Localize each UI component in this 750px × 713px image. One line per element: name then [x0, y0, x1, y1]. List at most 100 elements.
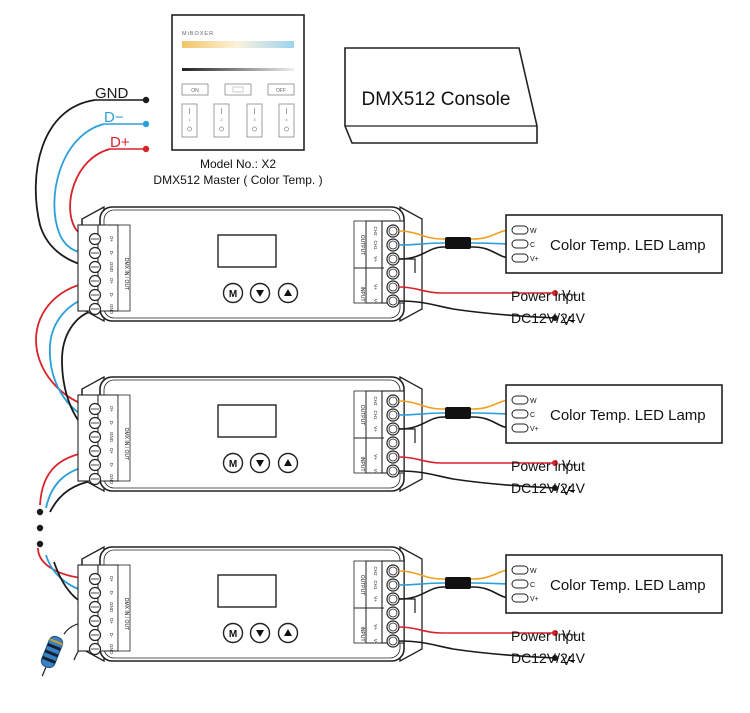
dmx-screw-terminal[interactable]	[88, 572, 102, 586]
dmx-screw-terminal[interactable]	[88, 472, 102, 486]
input-label: INPUT	[359, 627, 365, 642]
color-temp-slider[interactable]	[182, 41, 294, 48]
lamp-wire-lead	[511, 253, 529, 263]
lamp-wire-label: C	[530, 582, 535, 589]
output-screw-terminal[interactable]	[386, 422, 400, 436]
unit-2-ct-led-lamp: WCV+Color Temp. LED Lamp	[505, 384, 723, 444]
power-v-plus-terminal	[552, 630, 558, 636]
up-key[interactable]	[277, 622, 299, 644]
dmx-screw-terminal[interactable]	[88, 444, 102, 458]
dmx-screw-terminal[interactable]	[88, 274, 102, 288]
mode-button[interactable]	[224, 83, 252, 96]
lamp-wire-lead	[511, 225, 529, 235]
output-screw-terminal[interactable]	[386, 294, 400, 308]
power-v-minus-terminal	[552, 655, 558, 661]
down-arrow-icon	[256, 290, 264, 297]
master-top-buttons: ON OFF	[181, 83, 295, 96]
lamp-wire-lead	[511, 565, 529, 575]
dmx-screw-terminal[interactable]	[88, 232, 102, 246]
output-screw-terminal[interactable]	[386, 592, 400, 606]
output-screw-terminal[interactable]	[386, 634, 400, 648]
output-screw-terminal[interactable]	[386, 224, 400, 238]
lamp-wire-lead	[511, 409, 529, 419]
mode-key-label: M	[229, 459, 237, 470]
off-button[interactable]	[267, 83, 295, 96]
lamp-label: Color Temp. LED Lamp	[550, 237, 706, 254]
dmx-screw-terminal[interactable]	[88, 402, 102, 416]
dmx-screw-terminal[interactable]	[88, 458, 102, 472]
dmx-screw-terminal[interactable]	[88, 614, 102, 628]
zone-label-2: 2	[220, 117, 223, 122]
dmx-screw-terminal[interactable]	[88, 416, 102, 430]
dmx-terminal-label: D+	[109, 618, 114, 624]
up-key[interactable]	[277, 282, 299, 304]
zone-button-1[interactable]	[181, 103, 198, 138]
output-screw-terminal[interactable]	[386, 464, 400, 478]
dmx-terminal-label: GND	[109, 304, 114, 315]
mode-key[interactable]: M	[222, 282, 244, 304]
output-screw-terminal[interactable]	[386, 450, 400, 464]
output-screw-terminal[interactable]	[386, 238, 400, 252]
bus-labels: GND D− D+	[95, 85, 150, 153]
mode-key[interactable]: M	[222, 622, 244, 644]
terminating-resistor	[40, 635, 64, 677]
down-key[interactable]	[249, 452, 271, 474]
output-screw-terminal[interactable]	[386, 578, 400, 592]
mode-key[interactable]: M	[222, 452, 244, 474]
master-description-line: DMX512 Master ( Color Temp. )	[153, 173, 322, 187]
lamp-wire-label: W	[530, 228, 537, 235]
dmx-screw-terminal[interactable]	[88, 600, 102, 614]
output-screw-terminal[interactable]	[386, 266, 400, 280]
lamp-wire-label: V+	[530, 256, 539, 263]
lamp-wire-label: W	[530, 398, 537, 405]
bus-wiring	[34, 99, 111, 661]
output-label: OUTPUT	[359, 575, 365, 596]
zone-button-3[interactable]	[246, 103, 263, 138]
output-screw-terminal[interactable]	[386, 394, 400, 408]
output-screw-terminal[interactable]	[386, 408, 400, 422]
lamp-wire-lead	[511, 239, 529, 249]
output-screw-terminal[interactable]	[386, 564, 400, 578]
master-model-line: Model No.: X2	[200, 157, 276, 171]
output-label: OUTPUT	[359, 405, 365, 426]
down-key[interactable]	[249, 282, 271, 304]
dmx-screw-terminal[interactable]	[88, 246, 102, 260]
down-arrow-icon	[256, 630, 264, 637]
mode-key-label: M	[229, 629, 237, 640]
output-channel-label: CH1	[373, 240, 378, 249]
output-screw-terminal[interactable]	[386, 606, 400, 620]
output-screw-terminal[interactable]	[386, 436, 400, 450]
output-screw-terminal[interactable]	[386, 252, 400, 266]
lamp-wire-label: C	[530, 242, 535, 249]
dmx-screw-terminal[interactable]	[88, 288, 102, 302]
lamp-label: Color Temp. LED Lamp	[550, 407, 706, 424]
up-arrow-icon	[284, 459, 292, 466]
dmx-screw-terminal[interactable]	[88, 260, 102, 274]
input-terminal-label: V+	[373, 284, 378, 290]
dmx-screw-terminal[interactable]	[88, 302, 102, 316]
brightness-slider[interactable]	[182, 68, 294, 71]
input-terminal-label: V-	[373, 639, 378, 644]
dmx-terminal-label: D+	[109, 278, 114, 284]
zone-button-4[interactable]	[278, 103, 295, 138]
dmx-screw-terminal[interactable]	[88, 430, 102, 444]
output-screw-terminal[interactable]	[386, 280, 400, 294]
down-key[interactable]	[249, 622, 271, 644]
power-v-plus-label: V+	[562, 627, 578, 642]
zone-button-2[interactable]	[213, 103, 230, 138]
dmx-screw-terminal[interactable]	[88, 586, 102, 600]
power-voltage-label: DC12V/24V	[511, 310, 586, 326]
input-terminal-label: V+	[373, 454, 378, 460]
dmx-screw-terminal[interactable]	[88, 628, 102, 642]
lamp-wire-lead	[511, 423, 529, 433]
dmx-screw-terminal[interactable]	[88, 642, 102, 656]
input-label: INPUT	[359, 457, 365, 472]
on-button[interactable]	[181, 83, 209, 96]
up-key[interactable]	[277, 452, 299, 474]
power-input-label: Power input	[511, 458, 585, 474]
output-screw-terminal[interactable]	[386, 620, 400, 634]
